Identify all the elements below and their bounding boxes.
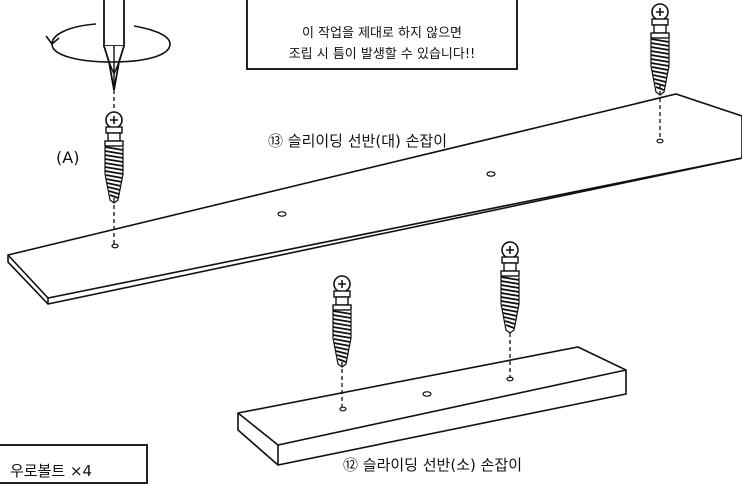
short-shelf-handle-board bbox=[237, 346, 627, 466]
warning-note-box: 이 작업을 제대로 하지 않으면 조립 시 틈이 발생할 수 있습니다!! bbox=[246, 0, 518, 70]
bolt-count-box: 우로볼트 ×4 bbox=[0, 444, 148, 484]
warning-line-1: 이 작업을 제대로 하지 않으면 bbox=[301, 26, 463, 41]
long-part-label: ⑬ 슬리이딩 선반(대) 손잡이 bbox=[268, 132, 448, 150]
long-shelf-handle-board bbox=[7, 93, 742, 305]
bolt-count-text: 우로볼트 ×4 bbox=[10, 462, 93, 480]
screw-icon bbox=[104, 111, 124, 204]
warning-line-2: 조립 시 틈이 발생할 수 있습니다!! bbox=[288, 47, 476, 62]
short-part-label: ⑫ 슬라이딩 선반(소) 손잡이 bbox=[343, 456, 523, 474]
screw-icon bbox=[332, 275, 352, 368]
screw-a-label: (A) bbox=[56, 148, 80, 167]
rotation-arrow-icon bbox=[45, 23, 171, 63]
screwdriver-icon bbox=[103, 0, 125, 91]
screw-icon bbox=[650, 3, 670, 96]
screw-icon bbox=[500, 241, 520, 334]
guide-lines bbox=[113, 84, 661, 407]
